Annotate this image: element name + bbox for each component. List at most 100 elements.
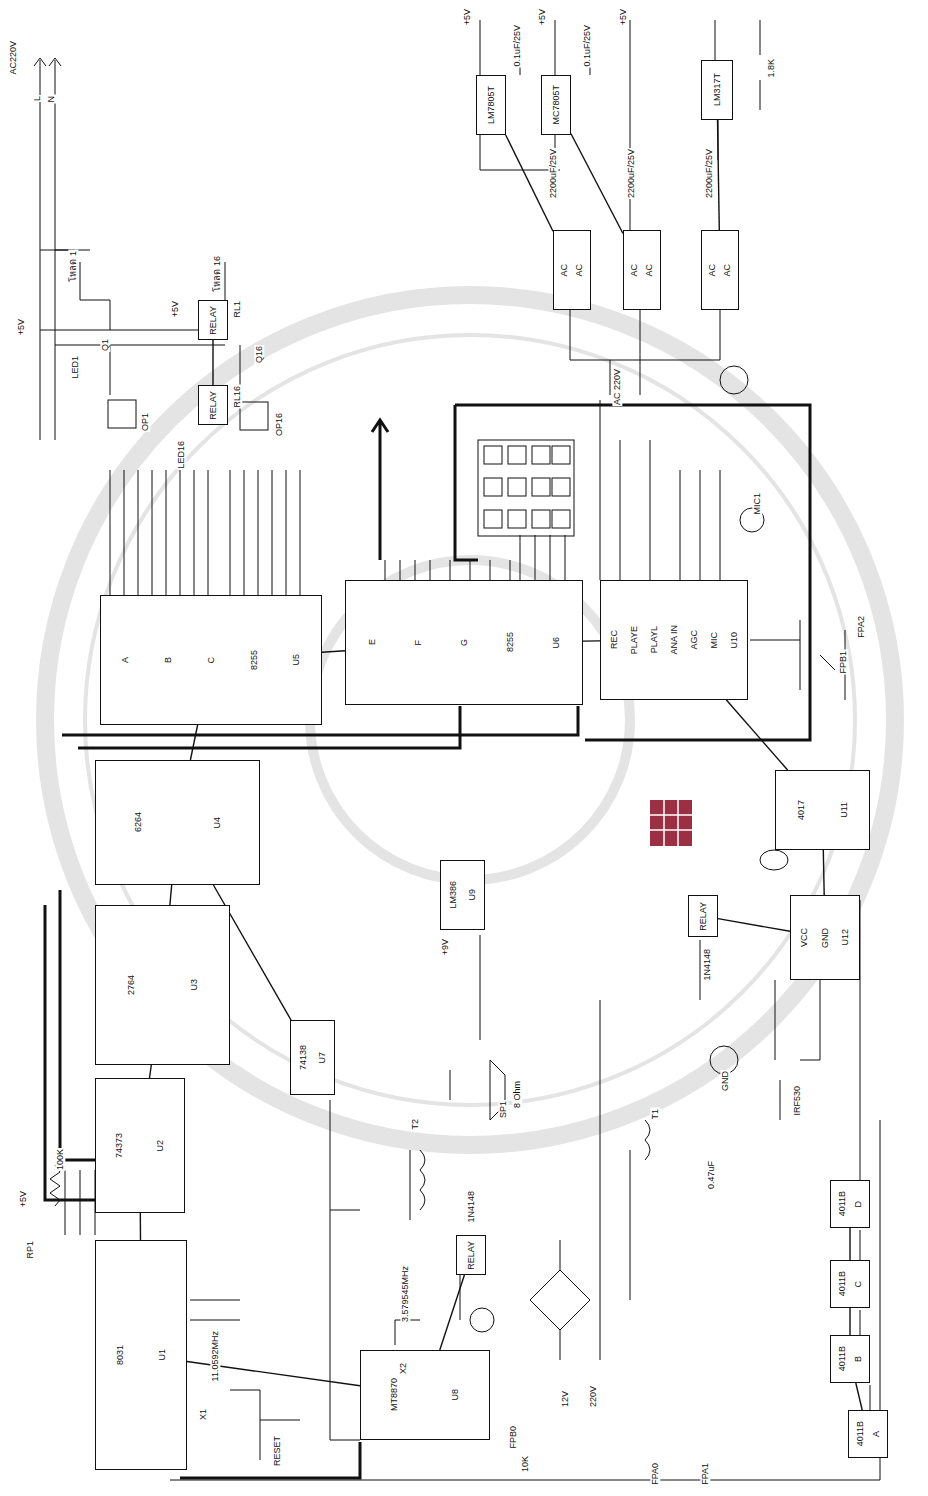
ic-box: RELAY bbox=[688, 895, 718, 937]
signal-wire bbox=[140, 1213, 142, 1240]
part-label: IRF530 bbox=[792, 1085, 802, 1117]
bus-lines bbox=[45, 405, 810, 1478]
signal-wire bbox=[506, 135, 553, 231]
chip-label: AC bbox=[574, 264, 584, 277]
part-label: RL16 bbox=[232, 385, 242, 409]
chip-label: AC bbox=[629, 264, 639, 277]
chip-label: AC bbox=[559, 264, 569, 277]
chip-label: U7 bbox=[317, 1052, 327, 1064]
part-label: T1 bbox=[650, 1108, 660, 1121]
ic-box: RELAY bbox=[198, 385, 228, 425]
part-label: 100K bbox=[55, 1148, 65, 1171]
signal-wire bbox=[212, 340, 213, 385]
chip-label: LM386 bbox=[448, 881, 458, 909]
ic-box: ABC8255U5 bbox=[100, 595, 322, 725]
chip-label: LM317T bbox=[712, 73, 722, 106]
chip-label: RELAY bbox=[208, 306, 218, 335]
ic-box: 2764U3 bbox=[95, 905, 230, 1065]
part-label: L bbox=[32, 95, 42, 102]
ic-box: VCCGNDU12 bbox=[790, 895, 860, 980]
part-label: OP16 bbox=[274, 412, 284, 437]
chip-label: 8255 bbox=[505, 632, 515, 652]
chip-label: PLAYL bbox=[649, 626, 659, 653]
chip-label: MC7805T bbox=[551, 85, 561, 125]
ic-box: LM386 U9 bbox=[440, 860, 485, 930]
optocoupler-symbol bbox=[108, 400, 268, 430]
signal-wire bbox=[856, 1383, 862, 1410]
chip-label: U4 bbox=[212, 817, 222, 829]
chip-label: MIC bbox=[709, 632, 719, 649]
chip-label: MT8870 bbox=[389, 1378, 399, 1411]
chip-label: B bbox=[163, 657, 173, 663]
part-label: 0.1uF/25V bbox=[512, 24, 522, 68]
chip-label: LM7805T bbox=[486, 86, 496, 124]
chip-label: 4011B bbox=[837, 1191, 847, 1216]
part-label: RESET bbox=[272, 1435, 282, 1467]
part-label: +5V bbox=[537, 8, 547, 26]
part-label: Q1 bbox=[100, 338, 110, 352]
chip-label: U12 bbox=[840, 929, 850, 946]
chip-label: B bbox=[853, 1356, 863, 1362]
part-label: LED1 bbox=[70, 355, 80, 380]
part-label: 2200uF/25V bbox=[704, 148, 714, 199]
chip-label: VCC bbox=[799, 928, 809, 947]
signal-wire bbox=[583, 640, 600, 642]
chip-label: AC bbox=[707, 264, 717, 277]
signal-wire bbox=[571, 134, 623, 234]
part-label: 3.579545MHz bbox=[400, 1265, 410, 1323]
part-label: X2 bbox=[398, 1362, 408, 1375]
keypad-picture bbox=[650, 800, 692, 846]
part-label: +5V bbox=[18, 1190, 28, 1208]
part-label: FPA2 bbox=[856, 615, 866, 639]
part-label: RP1 bbox=[25, 1240, 35, 1260]
chip-label: U9 bbox=[467, 889, 477, 901]
part-label: OP1 bbox=[140, 412, 150, 432]
ic-box: 74138U7 bbox=[290, 1020, 335, 1095]
ic-box: AC AC bbox=[701, 230, 739, 310]
part-label: FPA1 bbox=[700, 1462, 710, 1486]
chip-label: RELAY bbox=[466, 1241, 476, 1270]
ic-box: RELAY bbox=[456, 1235, 486, 1275]
part-label: +5V bbox=[170, 300, 180, 318]
chip-label: F bbox=[413, 640, 423, 646]
ic-box: MC7805T bbox=[541, 75, 571, 135]
chip-label: 8031 bbox=[115, 1345, 125, 1365]
part-label: +5V bbox=[618, 8, 628, 26]
part-label: FPB1 bbox=[838, 650, 848, 675]
signal-wire bbox=[170, 885, 172, 905]
part-label: 0.1uF/25V bbox=[582, 24, 592, 68]
signal-wire bbox=[823, 850, 825, 895]
chip-label: AC bbox=[722, 264, 732, 277]
ic-box: 8031U1 bbox=[95, 1240, 187, 1470]
chip-label: 8255 bbox=[249, 650, 259, 670]
part-label: Q16 bbox=[254, 345, 264, 364]
ic-box: AC AC bbox=[553, 230, 591, 310]
ic-box: 4011BD bbox=[830, 1180, 870, 1228]
signal-wire bbox=[440, 1275, 465, 1350]
signal-wire bbox=[322, 651, 345, 653]
chip-label: 4011B bbox=[855, 1421, 865, 1446]
part-label: SP1 bbox=[498, 1100, 508, 1119]
chip-label: U2 bbox=[155, 1140, 165, 1152]
part-label: 2200uF/25V bbox=[626, 148, 636, 199]
part-label: N bbox=[46, 95, 56, 104]
chip-label: A bbox=[120, 657, 130, 663]
chip-label: 4011B bbox=[837, 1346, 847, 1371]
chip-label: U5 bbox=[291, 654, 301, 666]
part-label: MIC1 bbox=[752, 492, 762, 516]
part-label: +9V bbox=[440, 938, 450, 956]
ic-box: MT8870U8 bbox=[360, 1350, 490, 1440]
part-label: FPB0 bbox=[508, 1425, 518, 1450]
part-label: 8 Ohm bbox=[512, 1080, 522, 1109]
ic-box: LM317T bbox=[701, 60, 733, 120]
part-label: 1.8K bbox=[766, 58, 776, 79]
wires bbox=[34, 20, 880, 1480]
part-label: 11.0592MHz bbox=[210, 1330, 220, 1382]
chip-label: U10 bbox=[729, 632, 739, 649]
signal-wire bbox=[718, 120, 720, 230]
chip-label: 2764 bbox=[126, 975, 136, 995]
chip-label: 6264 bbox=[133, 812, 143, 832]
chip-label: 74373 bbox=[114, 1133, 124, 1158]
chip-label: AC bbox=[644, 264, 654, 277]
chip-label: G bbox=[459, 639, 469, 646]
